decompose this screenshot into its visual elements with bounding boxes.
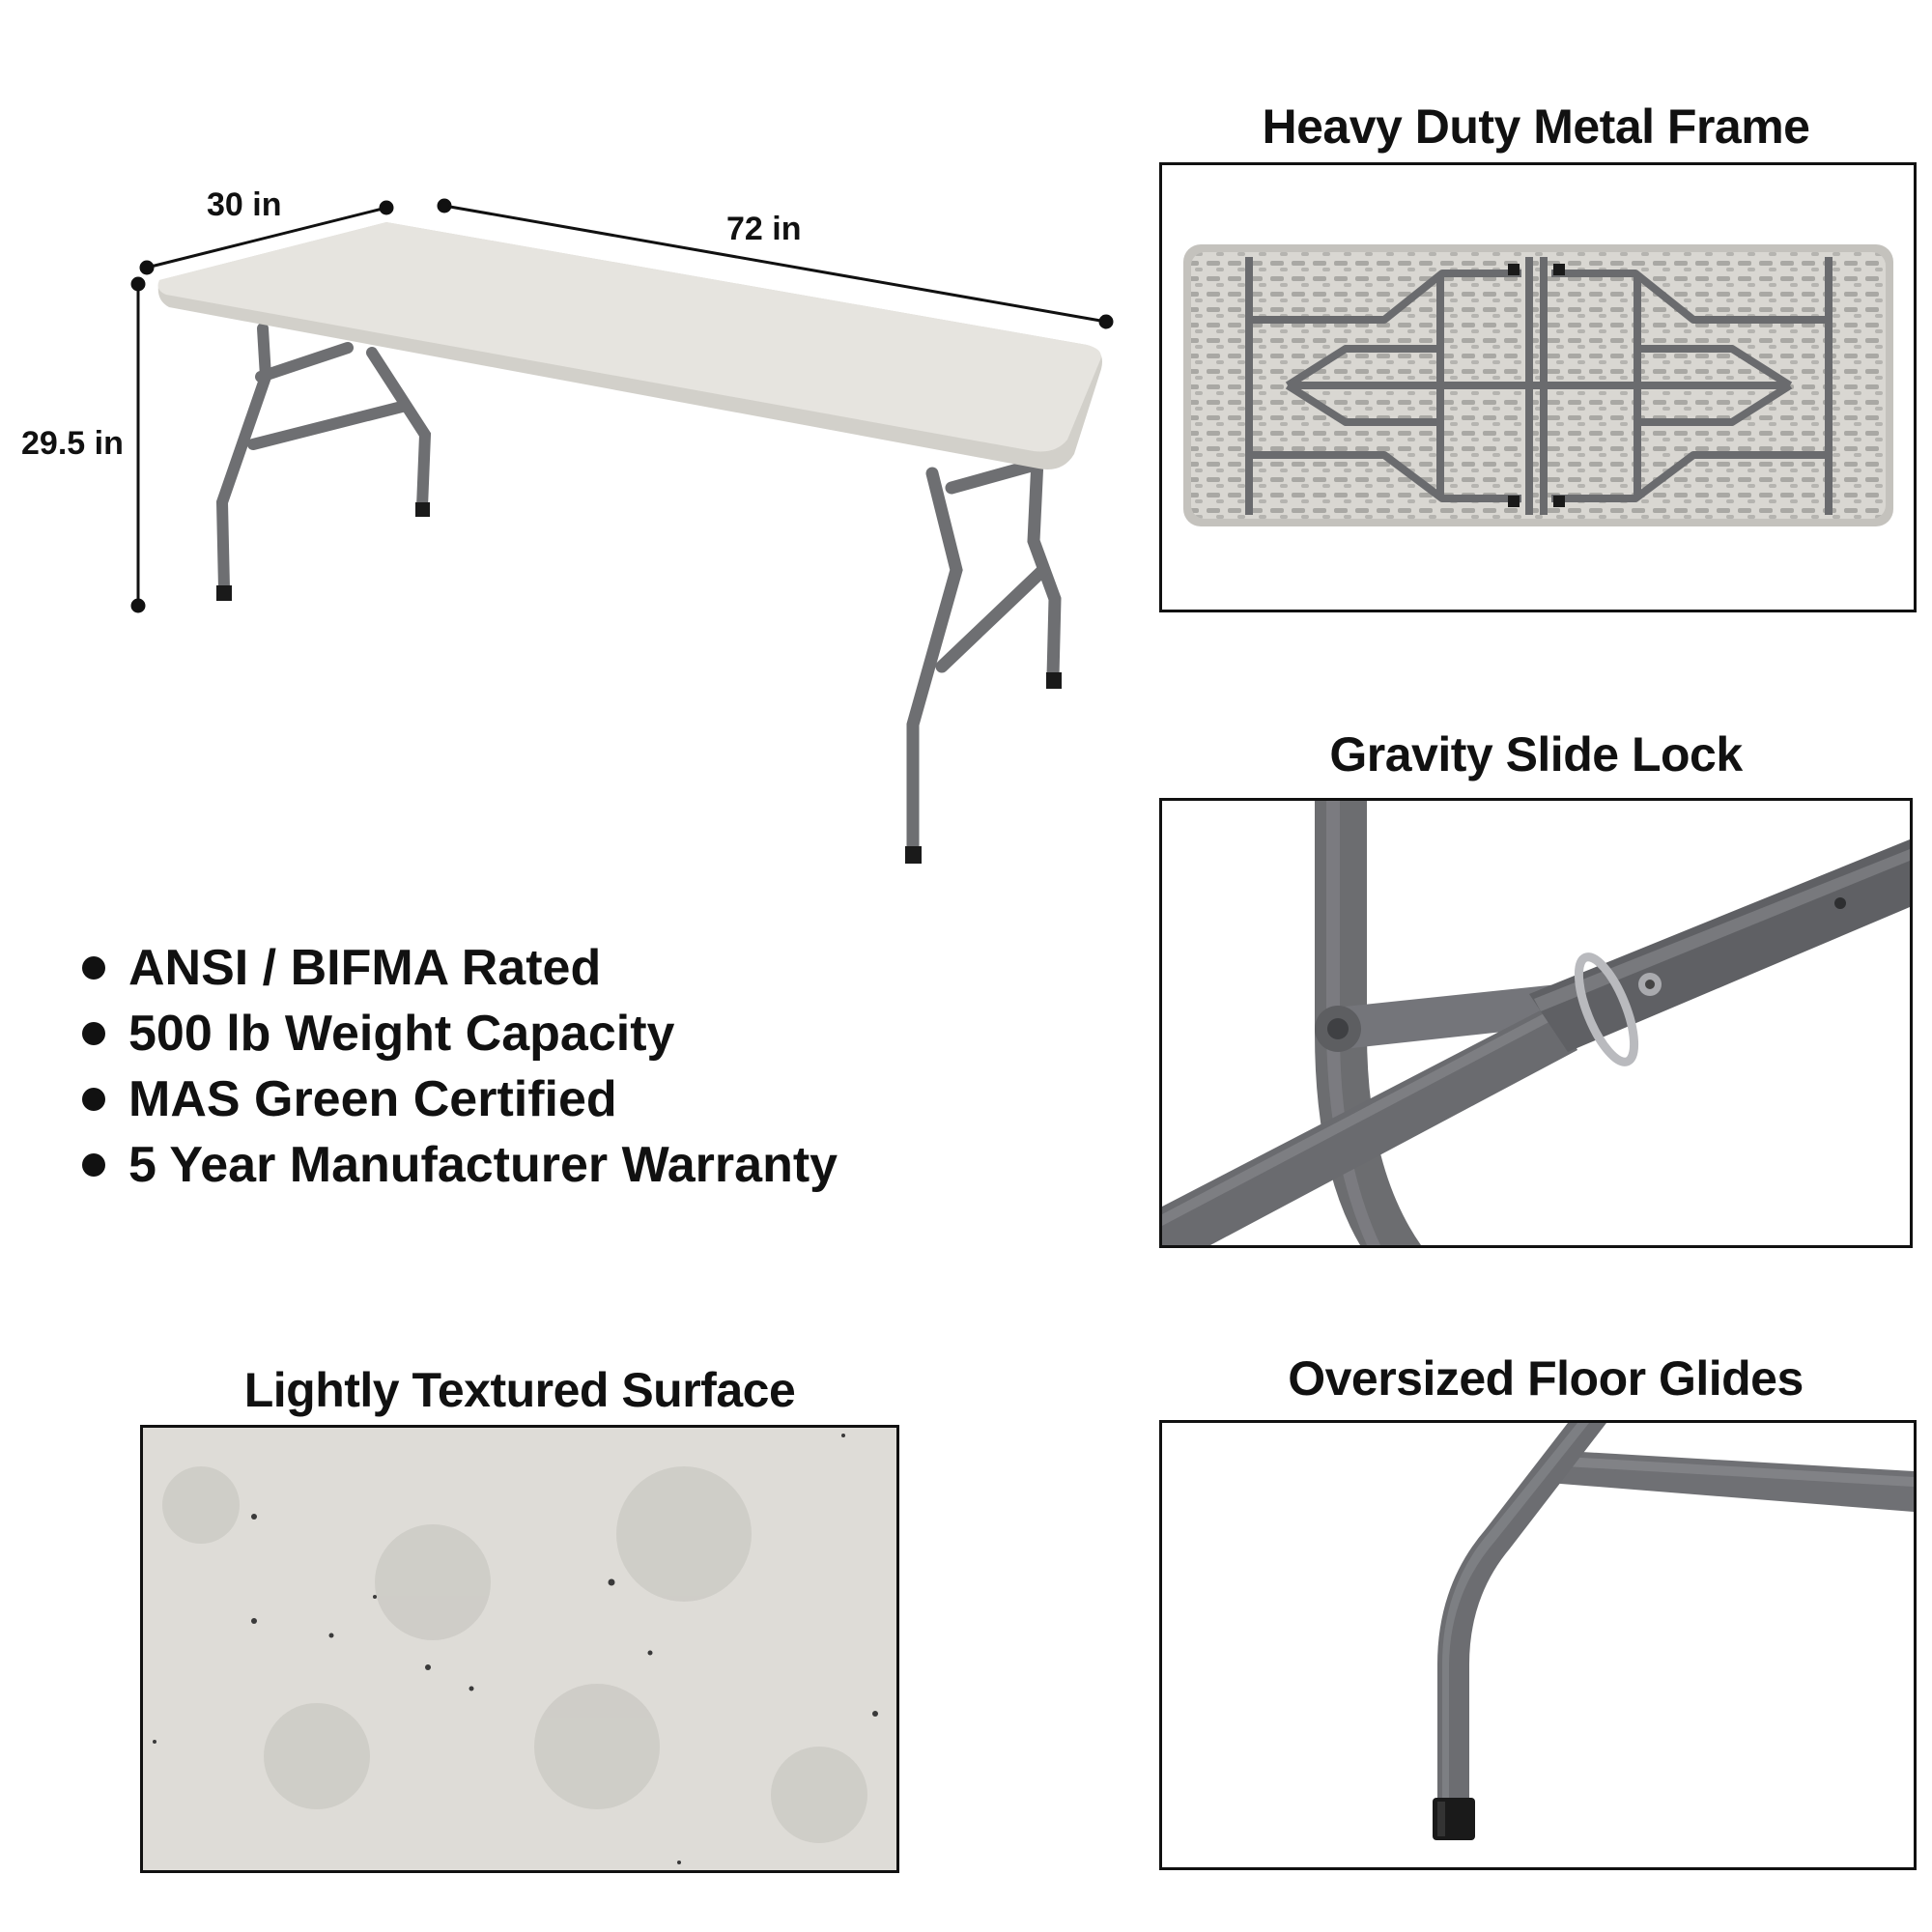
feature-item: MAS Green Certified xyxy=(82,1066,838,1132)
bullet-icon xyxy=(82,956,105,980)
feature-item: ANSI / BIFMA Rated xyxy=(82,935,838,1001)
bullet-icon xyxy=(82,1088,105,1111)
width-dimension-label: 30 in xyxy=(207,186,282,223)
bullet-icon xyxy=(82,1022,105,1045)
frame-panel-image xyxy=(1159,162,1917,612)
feature-item: 500 lb Weight Capacity xyxy=(82,1001,838,1066)
length-dimension-label: 72 in xyxy=(726,211,802,247)
surface-panel-image xyxy=(140,1425,899,1873)
glides-panel-title: Oversized Floor Glides xyxy=(1288,1351,1804,1406)
front-legs xyxy=(906,433,1062,857)
feature-list: ANSI / BIFMA Rated 500 lb Weight Capacit… xyxy=(82,935,838,1198)
height-dimension-line xyxy=(130,276,146,613)
table-illustration xyxy=(0,0,1140,889)
back-legs xyxy=(215,323,432,595)
lock-panel-title: Gravity Slide Lock xyxy=(1329,727,1743,781)
feature-item: 5 Year Manufacturer Warranty xyxy=(82,1132,838,1198)
glides-panel-image xyxy=(1159,1420,1917,1870)
width-dimension-line xyxy=(139,200,394,275)
surface-panel-title: Lightly Textured Surface xyxy=(243,1363,796,1417)
length-dimension-line xyxy=(437,198,1114,329)
frame-panel-title: Heavy Duty Metal Frame xyxy=(1262,99,1810,154)
height-dimension-label: 29.5 in xyxy=(21,425,124,462)
lock-panel-image xyxy=(1159,798,1913,1248)
tabletop xyxy=(157,222,1102,469)
bullet-icon xyxy=(82,1153,105,1177)
